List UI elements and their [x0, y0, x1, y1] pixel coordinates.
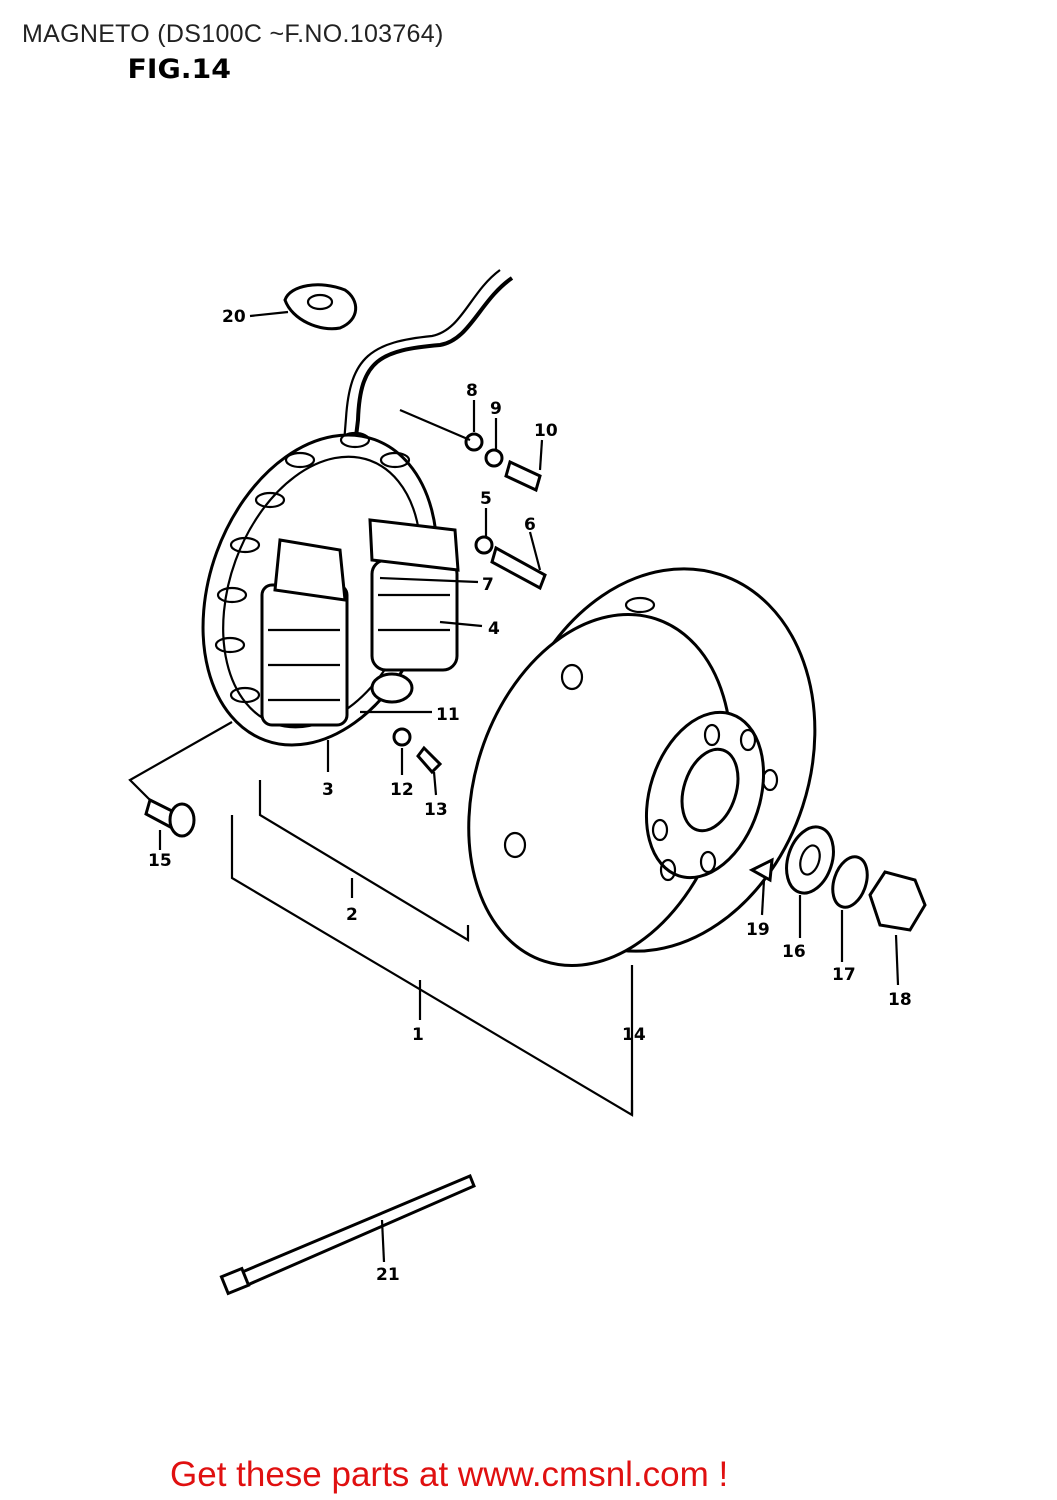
wire-harness	[350, 276, 514, 471]
callout-12: 12	[390, 780, 414, 800]
callout-4: 4	[488, 619, 500, 639]
page-title: MAGNETO (DS100C ~F.NO.103764)	[22, 20, 444, 48]
part-4-coil	[370, 558, 459, 672]
stator-plate-slots	[214, 431, 411, 704]
figure-label: FIG.14	[127, 54, 231, 85]
part-14-rotor-holes	[503, 596, 779, 882]
callout-19: 19	[746, 920, 770, 940]
fasteners	[144, 432, 927, 932]
callout-3: 3	[322, 780, 334, 800]
callout-5: 5	[480, 489, 492, 509]
leader-lines	[128, 400, 900, 1263]
callout-6: 6	[524, 515, 536, 535]
callout-8: 8	[466, 381, 478, 401]
part-3-coil	[260, 583, 349, 727]
callout-15: 15	[148, 851, 172, 871]
callout-2: 2	[346, 905, 358, 925]
leader-20	[249, 310, 289, 318]
callout-9: 9	[490, 399, 502, 419]
callout-21: 21	[376, 1265, 400, 1285]
callout-18: 18	[888, 990, 912, 1010]
callout-10: 10	[534, 421, 558, 441]
part-20-grommet	[283, 283, 358, 331]
callout-20: 20	[222, 307, 246, 327]
callout-14: 14	[622, 1025, 646, 1045]
callout-11: 11	[436, 705, 460, 725]
footer-link-text: Get these parts at www.cmsnl.com !	[170, 1455, 729, 1494]
wire-harness-outline	[340, 269, 501, 469]
part-4-coil-core	[368, 518, 460, 572]
callout-16: 16	[782, 942, 806, 962]
callout-1: 1	[412, 1025, 424, 1045]
part-3-coil-core	[273, 538, 347, 602]
callout-labels: 1 2 3 4 5 6 7 8 9 10 11 12 13 14 15 16 1…	[148, 307, 912, 1285]
part-20-grommet-hole	[306, 293, 334, 311]
callout-13: 13	[424, 800, 448, 820]
part-21-cable-tie	[225, 1174, 476, 1292]
part-14-rotor-bore	[680, 747, 740, 833]
callout-17: 17	[832, 965, 856, 985]
part-11-breaker	[370, 672, 414, 704]
callout-7: 7	[482, 575, 494, 595]
